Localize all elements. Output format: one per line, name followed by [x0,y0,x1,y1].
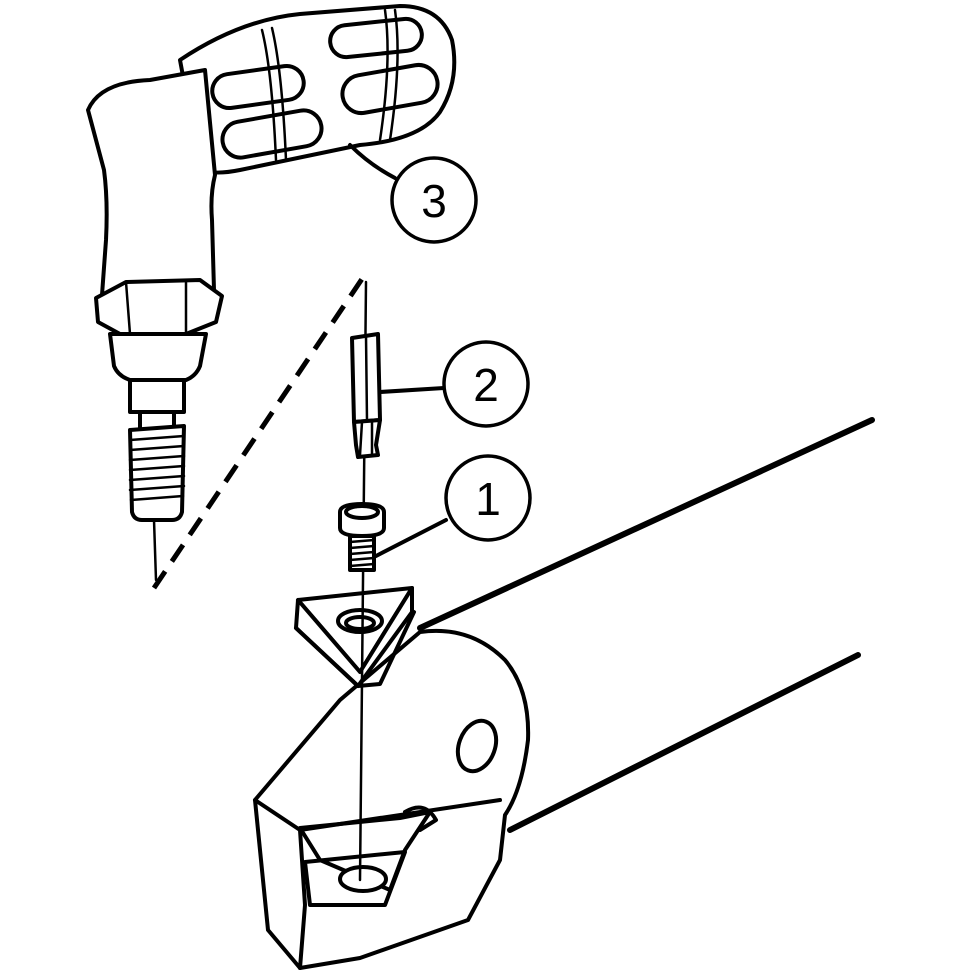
coolant-hole [455,718,499,774]
bar-shank-top-edge [417,417,875,631]
insert-pocket-seat [303,850,407,907]
driver-threads [128,434,186,502]
insert-center-hole-inner [344,615,376,631]
callout-1: 1 [444,454,532,542]
driver-axis-line [152,518,158,582]
callout-3: 3 [390,156,478,244]
seat-screw-hole [338,865,388,893]
screw-threads [348,538,376,568]
callout-2-label: 2 [473,359,499,411]
bar-shank-bottom-edge [507,652,861,833]
grip-slots [210,8,440,162]
bit-tip [352,418,382,459]
torx-bit [350,332,382,459]
handle-grip [178,4,457,175]
boring-bar [253,417,875,970]
bar-head [253,628,531,970]
screw-head-top [344,504,380,520]
insert-screw [338,502,386,572]
leader-line-3 [348,143,397,180]
triangular-insert [294,586,416,688]
driver-shank [128,378,186,414]
pocket-clearance-notch [403,805,438,832]
handle-elbow [86,68,217,297]
screwdriver-handle [86,4,457,582]
hex-collar [94,278,224,336]
callout-3-label: 3 [421,175,447,227]
leader-line-1 [374,518,448,558]
insert-bottom-edge [294,610,416,688]
callout-2: 2 [442,340,530,428]
callout-1-label: 1 [475,473,501,525]
leader-line-2 [378,386,446,394]
collar-lower [108,332,208,382]
bar-head-front-lower [298,828,307,970]
